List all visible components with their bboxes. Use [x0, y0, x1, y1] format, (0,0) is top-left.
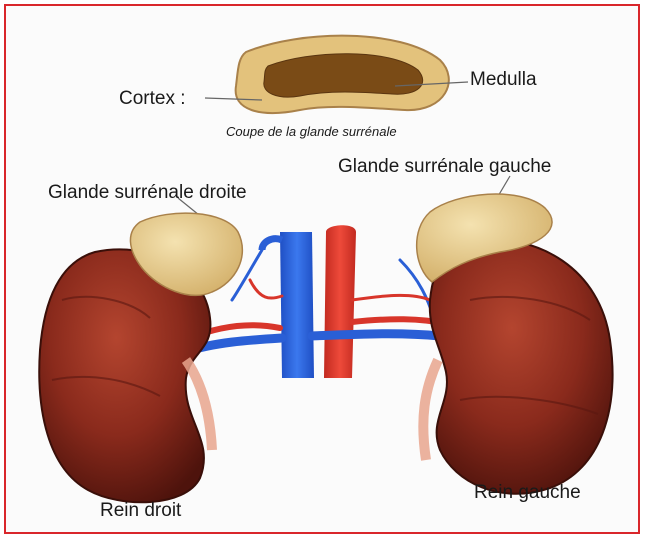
label-left-adrenal: Glande surrénale gauche [338, 156, 551, 178]
label-left-kidney: Rein gauche [474, 482, 581, 504]
label-section-caption: Coupe de la glande surrénale [226, 124, 397, 139]
aorta-graphic [324, 225, 356, 378]
label-cortex: Cortex : [119, 88, 186, 110]
label-right-kidney: Rein droit [100, 500, 181, 522]
label-medulla: Medulla [470, 69, 537, 91]
left-kidney-graphic [423, 239, 612, 494]
adrenal-section-graphic [236, 36, 449, 113]
label-right-adrenal: Glande surrénale droite [48, 182, 247, 204]
vena-cava-graphic [262, 232, 314, 378]
